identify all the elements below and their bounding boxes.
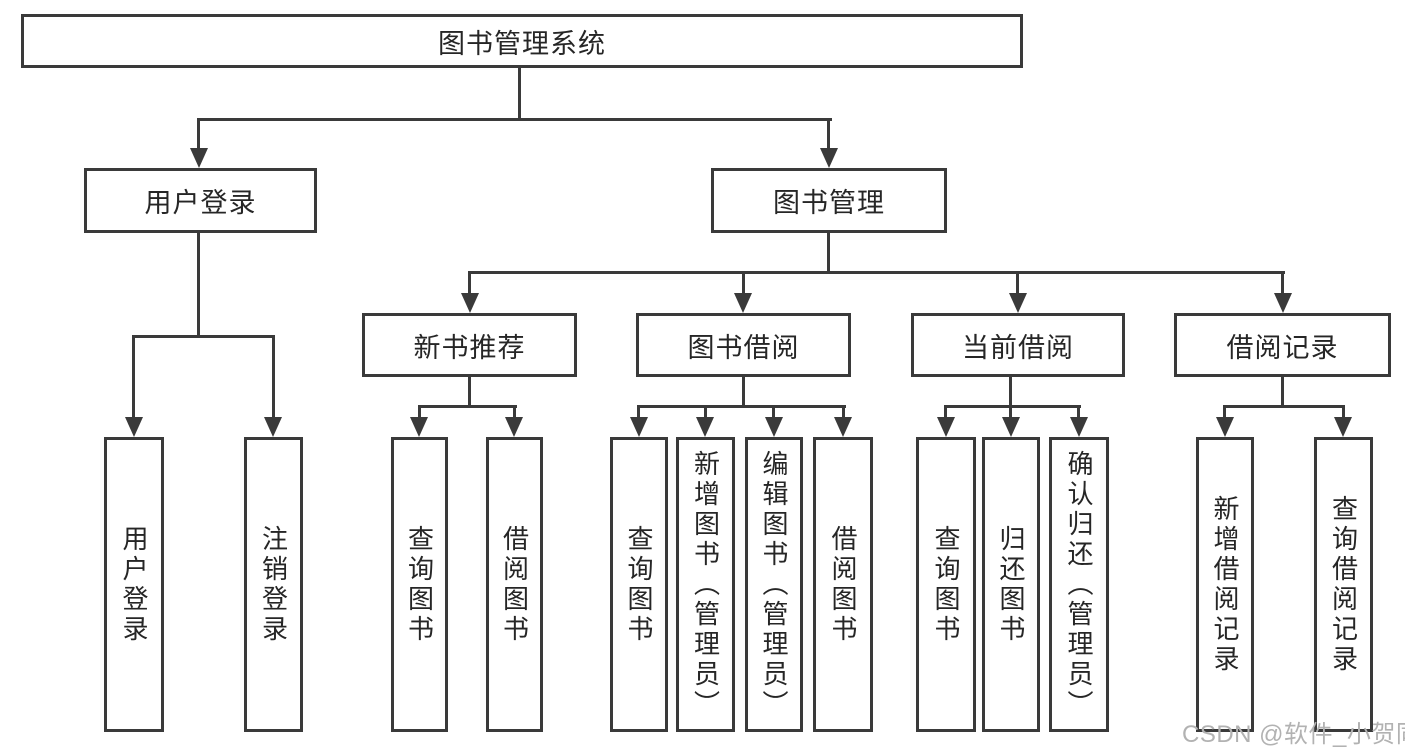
connector-line xyxy=(132,335,135,419)
arrow-down-icon xyxy=(696,417,714,437)
arrow-down-icon xyxy=(1334,417,1352,437)
leaf-return-book: 归还图书 xyxy=(982,437,1040,732)
node-book-borrow: 图书借阅 xyxy=(636,313,851,377)
node-label: 新书推荐 xyxy=(413,332,526,363)
connector-line xyxy=(132,335,275,338)
watermark: CSDN @软件_小贺同学 xyxy=(1182,721,1405,747)
leaf-query-books-current: 查询图书 xyxy=(916,437,976,732)
leaf-logout: 注销登录 xyxy=(244,437,303,732)
leaf-label: 查询图书 xyxy=(931,524,961,645)
connector-line xyxy=(944,405,947,419)
connector-line xyxy=(197,233,200,337)
connector-line xyxy=(197,118,832,121)
arrow-down-icon xyxy=(937,417,955,437)
connector-line xyxy=(418,405,421,419)
arrow-down-icon xyxy=(461,293,479,313)
arrow-down-icon xyxy=(410,417,428,437)
connector-line xyxy=(468,271,1285,274)
connector-line xyxy=(1009,405,1012,419)
leaf-add-borrow-record: 新增借阅记录 xyxy=(1196,437,1254,732)
leaf-label: 确认归还（管理员） xyxy=(1064,449,1094,720)
node-label: 用户登录 xyxy=(144,188,257,218)
arrow-down-icon xyxy=(1216,417,1234,437)
arrow-down-icon xyxy=(630,417,648,437)
leaf-query-borrow-record: 查询借阅记录 xyxy=(1314,437,1373,732)
connector-line xyxy=(742,271,745,297)
connector-line xyxy=(1342,405,1345,419)
leaf-label: 注销登录 xyxy=(258,524,289,645)
arrow-down-icon xyxy=(1274,293,1292,313)
leaf-label: 归还图书 xyxy=(996,524,1026,645)
connector-line xyxy=(827,118,830,151)
connector-line xyxy=(1077,405,1080,419)
node-user-login: 用户登录 xyxy=(84,168,317,233)
connector-line xyxy=(1009,377,1012,408)
leaf-query-books-recommend: 查询图书 xyxy=(391,437,448,732)
arrow-down-icon xyxy=(734,293,752,313)
leaf-user-login: 用户登录 xyxy=(104,437,164,732)
arrow-down-icon xyxy=(834,417,852,437)
arrow-down-icon xyxy=(1009,293,1027,313)
connector-line xyxy=(944,405,1081,408)
connector-line xyxy=(842,405,845,419)
node-borrow-records: 借阅记录 xyxy=(1174,313,1391,377)
connector-line xyxy=(772,405,775,419)
connector-line xyxy=(1223,405,1345,408)
connector-line xyxy=(418,405,517,408)
arrow-down-icon xyxy=(820,148,838,168)
node-library-management-system: 图书管理系统 xyxy=(21,14,1023,68)
connector-line xyxy=(704,405,707,419)
node-label: 图书管理 xyxy=(773,188,885,218)
arrow-down-icon xyxy=(765,417,783,437)
node-label: 图书借阅 xyxy=(687,332,800,363)
leaf-borrow-books-recommend: 借阅图书 xyxy=(486,437,543,732)
connector-line xyxy=(827,233,830,274)
node-current-borrow: 当前借阅 xyxy=(911,313,1125,377)
node-new-book-recommend: 新书推荐 xyxy=(362,313,577,377)
arrow-down-icon xyxy=(1002,417,1020,437)
connector-line xyxy=(468,271,471,297)
connector-line xyxy=(637,405,846,408)
leaf-label: 借阅图书 xyxy=(499,524,530,645)
node-label: 图书管理系统 xyxy=(438,28,606,59)
leaf-label: 查询图书 xyxy=(624,524,654,645)
arrow-down-icon xyxy=(1070,417,1088,437)
connector-line xyxy=(468,377,471,408)
connector-line xyxy=(1281,377,1284,408)
leaf-label: 新增图书（管理员） xyxy=(690,449,721,720)
arrow-down-icon xyxy=(125,417,143,437)
arrow-down-icon xyxy=(190,148,208,168)
node-book-management: 图书管理 xyxy=(711,168,947,233)
connector-line xyxy=(272,335,275,419)
leaf-confirm-return-admin: 确认归还（管理员） xyxy=(1049,437,1109,732)
connector-line xyxy=(742,377,745,408)
arrow-down-icon xyxy=(505,417,523,437)
leaf-edit-book-admin: 编辑图书（管理员） xyxy=(745,437,803,732)
connector-line xyxy=(197,118,200,151)
node-label: 借阅记录 xyxy=(1226,332,1339,363)
leaf-label: 借阅图书 xyxy=(828,524,858,645)
connector-line xyxy=(1223,405,1226,419)
leaf-add-book-admin: 新增图书（管理员） xyxy=(676,437,735,732)
connector-line xyxy=(513,405,516,419)
leaf-label: 编辑图书（管理员） xyxy=(759,449,789,720)
leaf-label: 查询图书 xyxy=(404,524,435,645)
connector-line xyxy=(518,68,521,121)
leaf-borrow-books: 借阅图书 xyxy=(813,437,873,732)
node-label: 当前借阅 xyxy=(962,332,1074,363)
connector-line xyxy=(1016,271,1019,297)
leaf-label: 新增借阅记录 xyxy=(1210,494,1240,675)
leaf-label: 用户登录 xyxy=(119,524,149,645)
connector-line xyxy=(1281,271,1284,297)
arrow-down-icon xyxy=(264,417,282,437)
connector-line xyxy=(637,405,640,419)
leaf-label: 查询借阅记录 xyxy=(1328,494,1359,675)
leaf-query-books-borrow: 查询图书 xyxy=(610,437,668,732)
